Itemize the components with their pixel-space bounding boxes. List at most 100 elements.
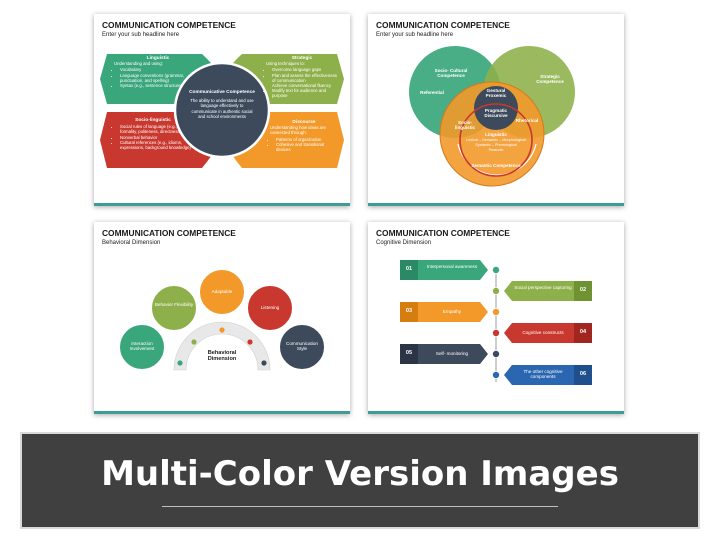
accent-bar: [94, 203, 350, 206]
linguistic-detail-3: Prosodic: [488, 148, 504, 152]
label-01: Interpersonal awareness: [426, 264, 478, 269]
accent-bar: [368, 203, 624, 206]
list-item: Syntax (e.g., sentence structure): [120, 83, 202, 88]
strategic-heading: Strategic: [291, 56, 313, 61]
timeline-dot: [492, 287, 501, 296]
connector-dot: [191, 339, 197, 345]
item-circle-5: [278, 323, 326, 371]
num-06: 06: [579, 371, 587, 377]
accent-bar: [368, 411, 624, 414]
accent-bar: [94, 411, 350, 414]
linguistic-detail-2: Syntactic – Phonological: [475, 143, 517, 147]
semantic-label: Semantic Competence: [471, 163, 521, 168]
item-circle-1: [118, 323, 166, 371]
arrow-06: [504, 365, 592, 385]
list-item: Cohesive and transitional devices: [276, 142, 338, 152]
num-04: 04: [579, 329, 587, 335]
slide-thumbnail-2[interactable]: COMMUNICATION COMPETENCE Enter your sub …: [368, 14, 624, 206]
num-box-03: [400, 302, 418, 322]
discourse-intro: Understanding how ideas are connected th…: [270, 125, 326, 136]
label-05: Self- monitoring: [435, 351, 469, 356]
arrow-03: [400, 302, 488, 322]
num-01: 01: [405, 266, 413, 272]
center-label: Behavioral Dimension: [207, 350, 237, 363]
slide-title: COMMUNICATION COMPETENCE: [102, 20, 236, 30]
label-02: Social perspective capturing: [514, 285, 572, 290]
title-banner: Multi-Color Version Images: [20, 432, 700, 529]
center-heading: Communicative Competence: [189, 90, 255, 95]
item-circle-3: [198, 268, 246, 316]
arrow-04: [504, 323, 592, 343]
linguistic-intro: Understanding and using:: [114, 61, 163, 67]
timeline-dot: [492, 266, 501, 275]
list-item: Cultural references (e.g., idioms, expre…: [120, 140, 192, 150]
timeline-dot: [492, 329, 501, 338]
connector-dot: [219, 327, 225, 333]
list-item: Language conventions (grammar, punctuati…: [120, 73, 202, 83]
timeline-dot: [492, 308, 501, 317]
center-half-disc: [188, 336, 256, 370]
timeline-dot: [492, 370, 501, 379]
label-03: Empathy: [442, 309, 462, 314]
slide-thumbnail-1[interactable]: COMMUNICATION COMPETENCE Enter your sub …: [94, 14, 350, 206]
half-ring: [173, 321, 271, 371]
cognitive-diagram: [400, 260, 592, 385]
slide-thumbnail-4[interactable]: COMMUNICATION COMPETENCE Cognitive Dimen…: [368, 222, 624, 414]
behavioral-diagram: [118, 268, 326, 371]
linguistic-heading: Linguistic: [146, 56, 170, 61]
num-box-05: [400, 344, 418, 364]
list-item: Plan and assess the effectiveness of com…: [272, 73, 338, 83]
linguistic-label: Linguistic: [485, 132, 507, 137]
num-box-02: [574, 281, 592, 301]
banner-title: Multi-Color Version Images: [101, 454, 619, 494]
gestural-label: Gestural Proxemic: [485, 88, 507, 99]
socio-heading: Socio-linguistic: [135, 118, 171, 123]
connector-dot: [261, 360, 267, 366]
linguistic-detail-1: Lexical – Semantic – Morphological: [466, 138, 526, 142]
list-item: Achieve conversational fluency: [272, 83, 338, 88]
center-overlap-circle: [474, 86, 518, 130]
list-item: Social rules of language (e.g., formalit…: [120, 124, 192, 134]
socio-linguistic-label: Socio-linguistic: [454, 120, 476, 131]
item-label-2: Behavior Flexibility: [154, 302, 194, 307]
connector-dot: [177, 360, 183, 366]
discourse-heading: Discourse: [292, 120, 316, 125]
arrow-05: [400, 344, 488, 364]
item-circle-2: [150, 284, 198, 332]
pragmatic-label: Pragmatic Discursive: [484, 108, 508, 119]
socio-linguistic-block: Socio-linguistic Social rules of languag…: [114, 118, 192, 150]
list-item: Nonverbal behavior: [120, 135, 192, 140]
list-item: Patterns of organization: [276, 137, 338, 142]
num-box-04: [574, 323, 592, 343]
center-block: Communicative Competence The ability to …: [188, 90, 256, 119]
connector-dot: [247, 339, 253, 345]
list-item: Vocabulary: [120, 67, 202, 72]
label-06: The other cognitive components: [523, 369, 563, 380]
timeline-dot: [492, 349, 501, 358]
center-circle: [173, 61, 271, 159]
item-circle-4: [246, 284, 294, 332]
slide-subtitle: Enter your sub headline here: [102, 32, 180, 38]
item-label-4: Listening: [260, 305, 280, 310]
strategic-intro: Using techniques to:: [266, 61, 305, 67]
referential-label: Referential: [420, 90, 444, 95]
inner-orange-circle: [459, 103, 533, 177]
item-label-3: Adaptable: [211, 289, 233, 294]
num-box-06: [574, 365, 592, 385]
strategic-block: Strategic Using techniques to: Overcome …: [266, 56, 338, 99]
slide-title: COMMUNICATION COMPETENCE: [376, 20, 510, 30]
linguistic-block: Linguistic Understanding and using: Voca…: [114, 56, 202, 88]
num-05: 05: [405, 350, 413, 356]
num-02: 02: [579, 287, 587, 293]
slide-subtitle: Cognitive Dimension: [376, 240, 432, 246]
slide-subtitle: Behavioral Dimension: [102, 240, 161, 246]
slide-thumbnail-3[interactable]: COMMUNICATION COMPETENCE Behavioral Dime…: [94, 222, 350, 414]
socio-cultural-label: Socio- Cultural Competence: [434, 68, 468, 79]
arrow-02: [504, 281, 592, 301]
num-box-01: [400, 260, 418, 280]
banner-underline: [162, 506, 558, 507]
item-label-5: Communication Style: [286, 341, 318, 352]
slide-subtitle: Enter your sub headline here: [376, 32, 454, 38]
discourse-block: Discourse Understanding how ideas are co…: [270, 120, 338, 152]
num-03: 03: [405, 308, 413, 314]
